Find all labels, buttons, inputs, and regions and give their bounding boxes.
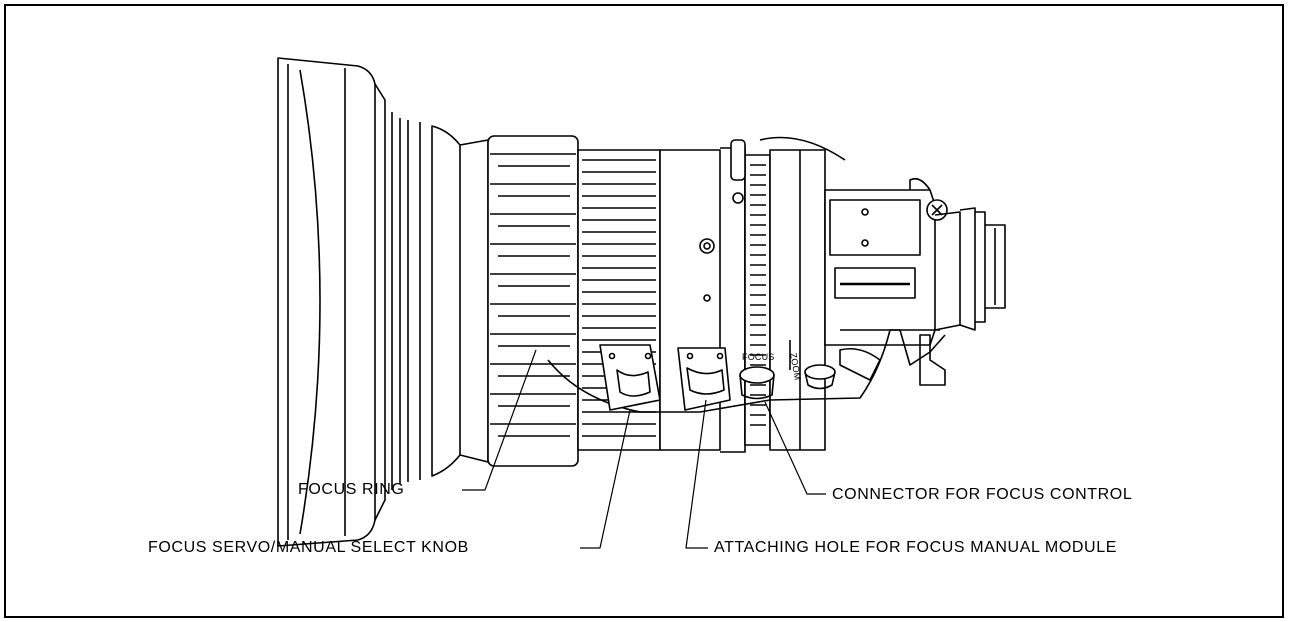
callout-connector-focus-control: CONNECTOR FOR FOCUS CONTROL [832, 486, 1133, 503]
callout-focus-ring: FOCUS RING [298, 481, 405, 498]
leader-connector [764, 401, 826, 495]
diagram-frame [4, 4, 1284, 618]
leader-lines [462, 349, 826, 549]
callout-attaching-hole: ATTACHING HOLE FOR FOCUS MANUAL MODULE [714, 539, 1117, 556]
leader-focus-ring [462, 349, 537, 491]
lens-hood [277, 57, 489, 547]
callout-servo-manual-knob: FOCUS SERVO/MANUAL SELECT KNOB [148, 539, 469, 556]
servo-housing [547, 329, 946, 413]
iris-ring [730, 139, 771, 446]
leader-attaching-hole [685, 399, 708, 549]
lens-mount [934, 207, 1006, 331]
drive-unit [824, 177, 948, 346]
leader-servo-knob [580, 409, 631, 549]
engraving-focus: FOCUS [742, 352, 775, 362]
focus-ring [487, 135, 579, 467]
